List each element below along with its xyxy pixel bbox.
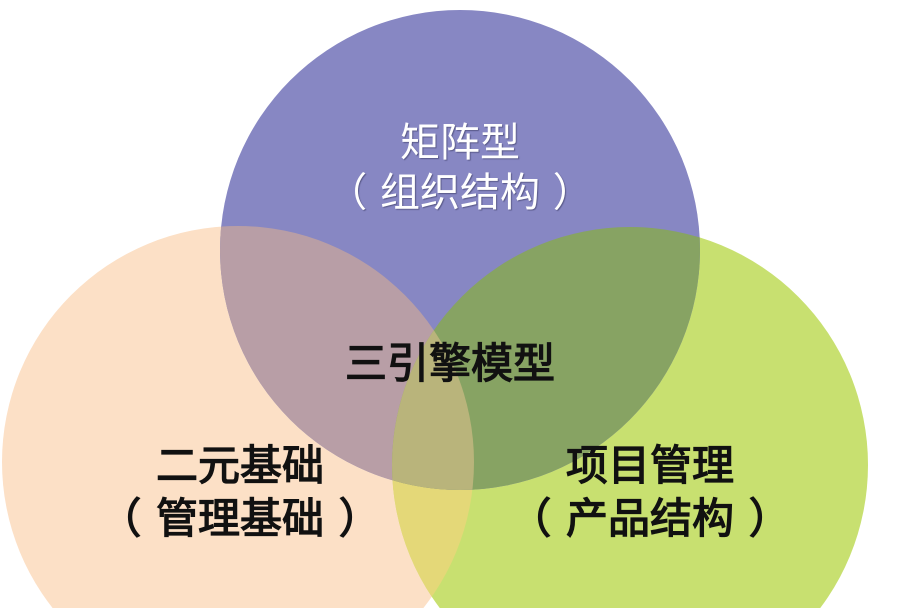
top-circle-label: 矩阵型 （ 组织结构 ） (270, 118, 650, 218)
right-circle-subtitle: （ 产品结构 ） (509, 493, 791, 543)
top-circle-title: 矩阵型 (400, 120, 520, 166)
left-circle-title: 二元基础 (155, 441, 324, 490)
center-label: 三引擎模型 (344, 339, 555, 388)
left-circle-subtitle: （ 管理基础 ） (99, 493, 381, 543)
right-circle-label: 项目管理 （ 产品结构 ） (500, 440, 800, 545)
right-circle-title: 项目管理 (565, 441, 734, 490)
top-circle-subtitle: （ 组织结构 ） (327, 170, 593, 216)
left-circle-label: 二元基础 （ 管理基础 ） (90, 440, 390, 545)
